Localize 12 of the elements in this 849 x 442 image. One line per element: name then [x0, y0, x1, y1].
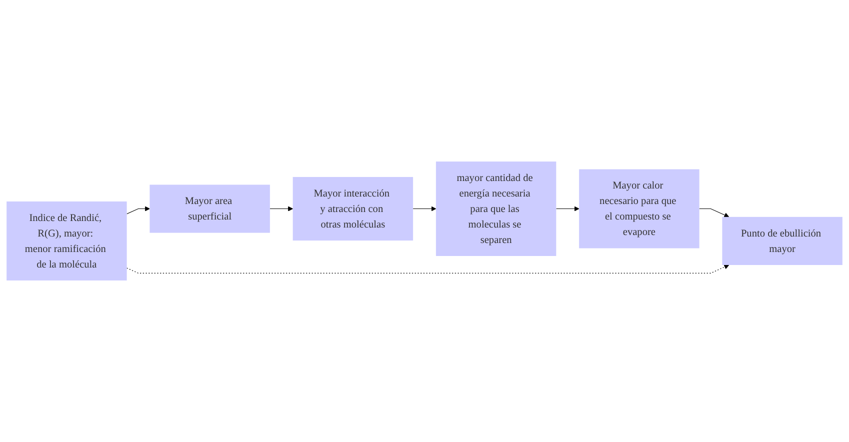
- arrow: [699, 208, 730, 218]
- arrow: [270, 206, 294, 212]
- arrow: [556, 206, 580, 212]
- node-box: Mayor area superficial: [150, 184, 270, 233]
- node-box: Mayor calor necesario para que el compuesto se evapore: [579, 169, 700, 248]
- arrow: [126, 264, 730, 274]
- node-box: Mayor interacción y atracción con otras moléculas: [292, 177, 414, 241]
- node-box: Punto de ebullición mayor: [722, 216, 842, 265]
- node-box: mayor cantidad de energía necesaria para que las moleculas se separen: [436, 162, 556, 256]
- arrow: [126, 206, 150, 214]
- node-box: Indice de Randić, R(G), mayor: menor ramificación de la molécula: [6, 201, 127, 280]
- arrow: [412, 206, 436, 212]
